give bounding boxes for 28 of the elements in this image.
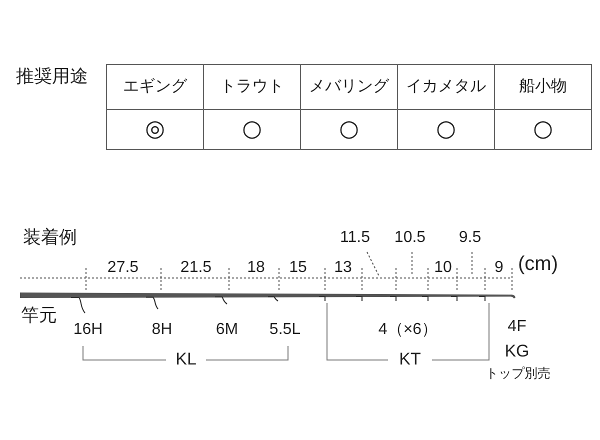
- guide-size: 16H: [73, 322, 103, 338]
- guide-type: KT: [399, 350, 421, 368]
- section-heading: 装着例: [23, 228, 77, 246]
- rating-cell: ◎: [106, 109, 204, 150]
- dimension-value: 10.5: [394, 230, 426, 246]
- unit-label: (cm): [518, 254, 558, 274]
- guide-size: 6M: [216, 322, 238, 338]
- dimension-value: 15: [289, 260, 307, 276]
- dimension-value: 9.5: [458, 230, 482, 246]
- rating-cell: ○: [494, 109, 592, 150]
- guide-size: 4（×6）: [378, 322, 438, 338]
- rod-butt-label: 竿元: [21, 306, 57, 324]
- dimension-value: 21.5: [180, 260, 212, 276]
- dimension-value: 18: [247, 260, 265, 276]
- guide-size: 8H: [152, 322, 172, 338]
- dimension-value: 27.5: [107, 260, 139, 276]
- dimension-value: 11.5: [340, 230, 370, 246]
- section-heading: 推奨用途: [16, 67, 88, 85]
- dimension-value: 10: [434, 260, 452, 276]
- column-header: エギング: [106, 64, 204, 110]
- dimension-value: 13: [334, 260, 352, 276]
- guide-type: KG: [504, 342, 530, 360]
- guide-size: 5.5L: [269, 322, 301, 338]
- guide-size: 4F: [508, 319, 526, 335]
- dimension-value: 9: [494, 260, 504, 276]
- column-header: 船小物: [494, 64, 592, 110]
- note: トップ別売: [486, 366, 550, 380]
- guide-type: KL: [176, 350, 196, 368]
